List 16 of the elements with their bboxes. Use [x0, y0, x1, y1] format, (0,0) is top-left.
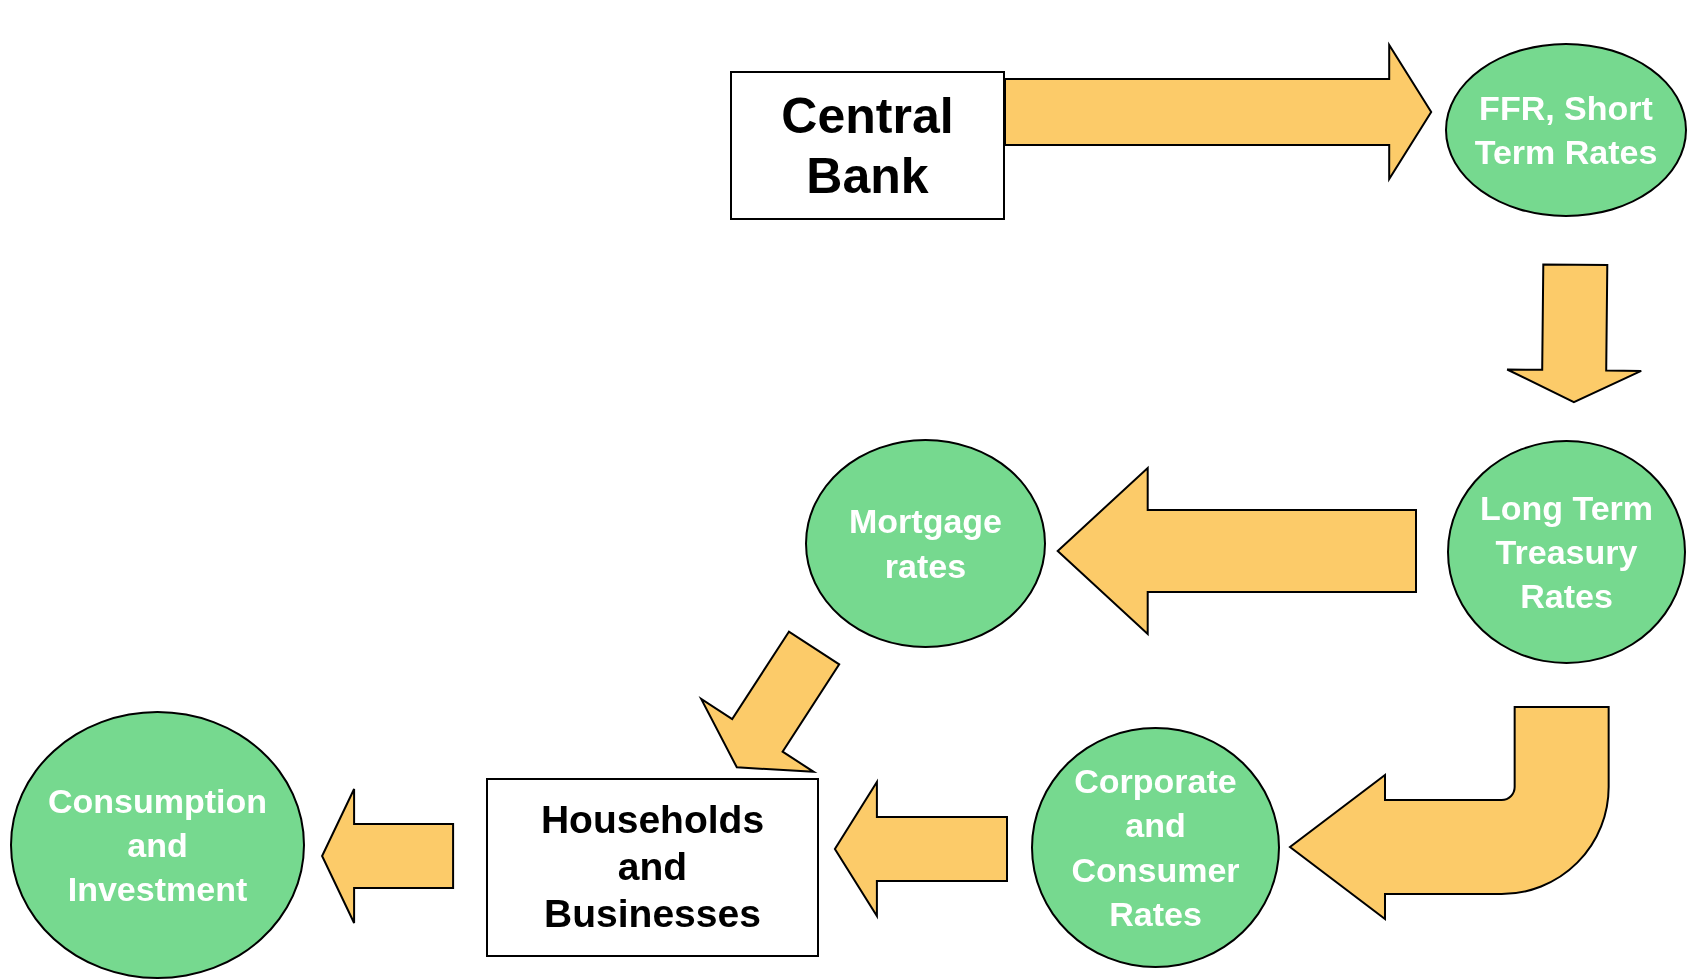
block-arrow — [1056, 465, 1417, 637]
node-label: Households and Businesses — [539, 797, 766, 937]
entity-box — [730, 71, 1005, 220]
block-arrow — [833, 778, 1008, 920]
node-label: Corporate and Consumer Rates — [1070, 761, 1241, 935]
block-arrow — [1004, 41, 1433, 183]
block-arrow — [1506, 263, 1643, 404]
node-label: Central Bank — [780, 86, 955, 206]
node-label: FFR, Short Term Rates — [1473, 87, 1659, 173]
block-arrow — [1289, 705, 1610, 920]
node-label: Mortgage rates — [848, 501, 1003, 587]
entity-box — [486, 778, 819, 957]
block-arrow — [698, 630, 841, 773]
node-label: Long Term Treasury Rates — [1478, 487, 1655, 618]
block-arrow — [321, 788, 455, 924]
node-label: Consumption and Investment — [47, 780, 268, 911]
